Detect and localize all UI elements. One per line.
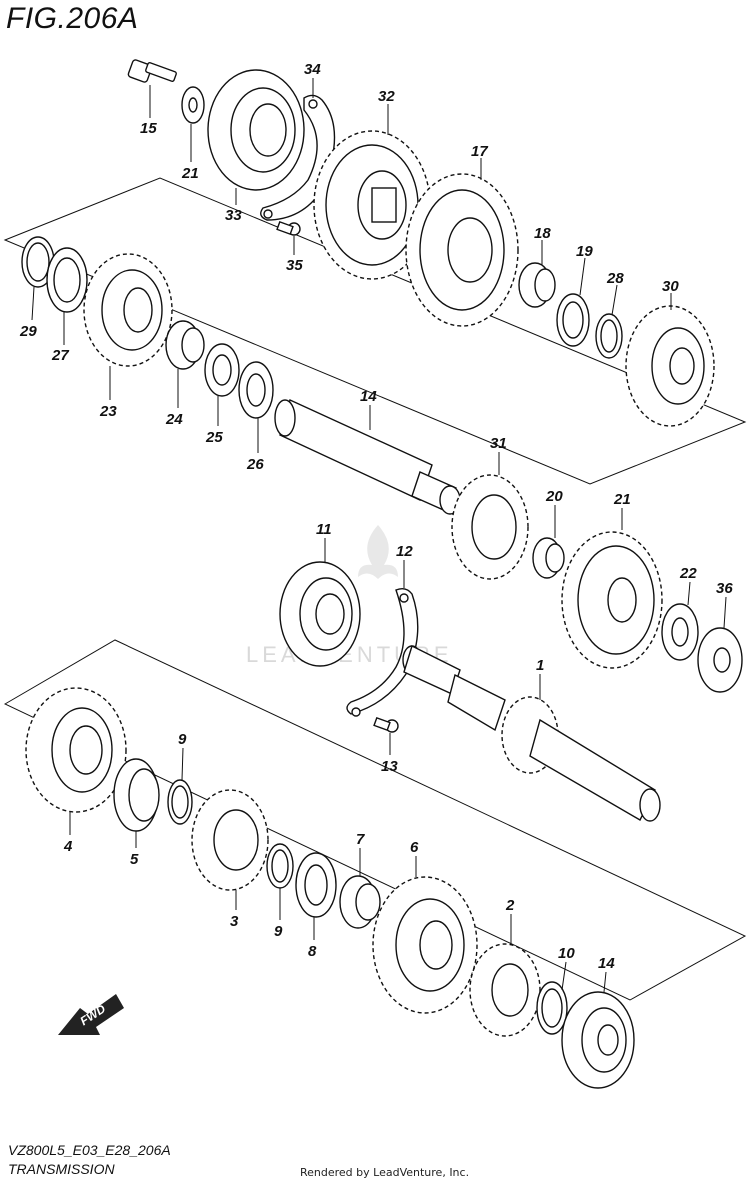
callout-7: 7 <box>356 831 365 848</box>
part-3-gear <box>191 789 269 891</box>
part-12-retainer-plate <box>346 587 419 717</box>
callout-6: 6 <box>410 839 419 856</box>
callout-22: 20 <box>545 488 563 505</box>
part-29-circlip <box>595 313 623 359</box>
fwd-arrow: FWD <box>58 994 124 1035</box>
callout-17: 21 <box>181 165 199 182</box>
part-30-gear <box>625 305 715 427</box>
callout-10: 10 <box>558 945 575 962</box>
callout-3: 3 <box>230 913 239 930</box>
part-5-bushing <box>113 758 160 832</box>
part-22-bushing <box>532 537 565 579</box>
part-16-bolt <box>127 59 177 83</box>
callout-20: 19 <box>576 243 593 260</box>
callout-16: 15 <box>140 120 157 137</box>
callout-21: 21 <box>613 491 631 508</box>
callout-8: 8 <box>308 943 317 960</box>
part-26-washer <box>204 343 240 397</box>
part-6-gear <box>372 876 478 1014</box>
part-21-gear <box>561 531 663 669</box>
callout-35: 35 <box>286 257 303 274</box>
section-name: TRANSMISSION <box>8 1161 115 1177</box>
part-29-circlip-left <box>21 236 55 288</box>
callout-12: 12 <box>396 543 413 560</box>
part-7-bushing <box>339 875 381 929</box>
part-15-countershaft <box>274 399 461 515</box>
callout-30: 30 <box>662 278 679 295</box>
callout-5: 5 <box>130 851 139 868</box>
callout-11: 11 <box>316 521 332 538</box>
part-4-gear <box>25 687 127 813</box>
callout-13: 13 <box>381 758 398 775</box>
part-35-screw <box>276 220 301 236</box>
callout-labels: 15 21 33 34 35 32 17 18 19 28 30 29 27 2… <box>19 61 733 972</box>
part-14-bearing <box>561 991 635 1089</box>
part-18-gear <box>405 173 519 327</box>
part-24-gear <box>83 253 173 367</box>
callout-14: 14 <box>598 955 615 972</box>
callout-28: 27 <box>51 347 69 364</box>
callout-9-lower: 9 <box>274 923 283 940</box>
part-9-circlip-second <box>266 843 294 889</box>
part-23-washer <box>661 603 699 661</box>
callout-1: 1 <box>536 657 544 674</box>
part-1-driveshaft <box>402 645 661 822</box>
callout-19: 18 <box>534 225 551 242</box>
part-31-gear <box>451 474 529 580</box>
callout-9-upper: 9 <box>178 731 187 748</box>
part-25-bushing <box>165 320 205 370</box>
part-11-bearing <box>279 561 361 667</box>
part-8-washer <box>295 852 337 918</box>
part-28-washer <box>46 247 88 313</box>
callout-34: 34 <box>304 61 321 78</box>
figure-title: FIG.206A <box>6 2 139 35</box>
callout-32: 32 <box>378 88 395 105</box>
model-code: VZ800L5_E03_E28_206A <box>8 1142 171 1158</box>
callout-29-left: 29 <box>19 323 37 340</box>
callout-24: 23 <box>99 403 117 420</box>
part-2-gear <box>469 943 541 1037</box>
callout-18: 17 <box>471 143 488 160</box>
leader-lines <box>31 78 727 993</box>
callout-2: 2 <box>505 897 515 914</box>
callout-31: 31 <box>490 435 507 452</box>
part-27-washer <box>238 361 274 419</box>
part-10-circlip <box>536 981 568 1035</box>
part-19-bushing <box>518 262 556 308</box>
rendered-by: Rendered by LeadVenture, Inc. <box>300 1166 470 1179</box>
callout-15: 14 <box>360 388 377 405</box>
upper-assembly-outline <box>3 177 747 485</box>
callout-26: 25 <box>205 429 223 446</box>
part-9-circlip <box>167 779 193 825</box>
callout-25: 24 <box>165 411 183 428</box>
part-36-bearing <box>697 627 743 693</box>
part-17-washer <box>181 86 205 124</box>
callout-36: 36 <box>716 580 733 597</box>
part-13-screw <box>373 716 399 733</box>
part-20-washer <box>556 293 590 347</box>
callout-33: 33 <box>225 207 242 224</box>
callout-29-upper: 28 <box>606 270 624 287</box>
callout-23: 22 <box>679 565 697 582</box>
part-32-gear <box>313 130 431 280</box>
callout-27: 26 <box>246 456 264 473</box>
part-33-bearing <box>207 69 305 191</box>
callout-4: 4 <box>63 838 73 855</box>
